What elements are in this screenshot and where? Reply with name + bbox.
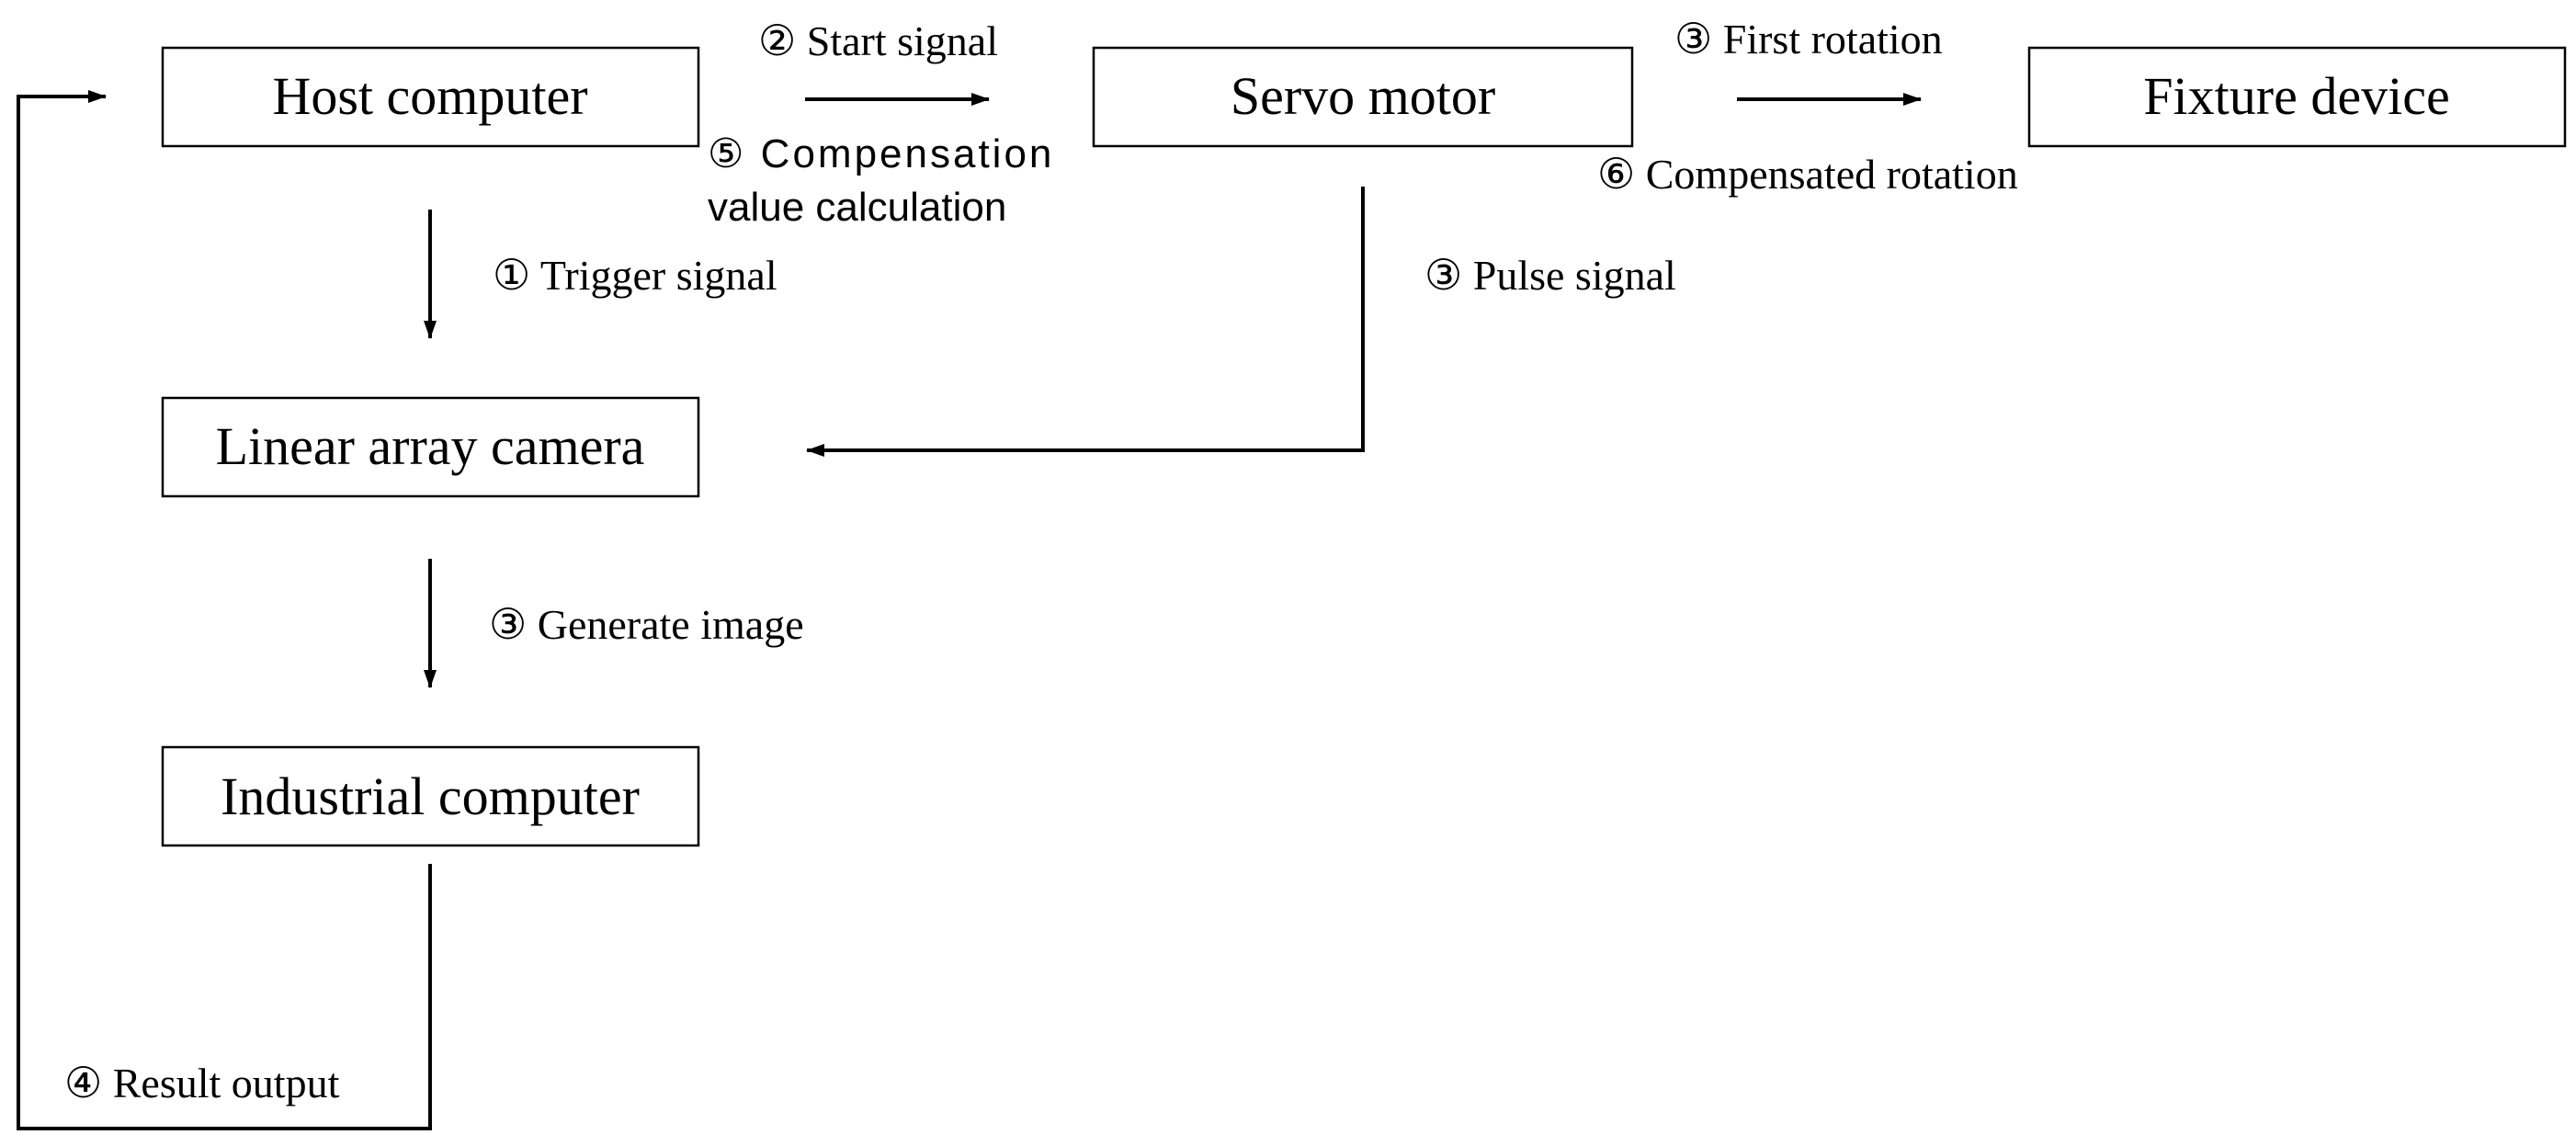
trigger-signal-label: ① Trigger signal [493, 252, 777, 299]
generate-image-label: ③ Generate image [489, 601, 804, 648]
pulse-signal-arrow [806, 187, 1365, 457]
host-computer-box [161, 46, 700, 148]
node-host-computer: Host computer [161, 46, 700, 148]
industrial-computer-label: Industrial computer [221, 766, 640, 826]
linear-array-camera-label: Linear array camera [216, 416, 645, 476]
compensation-label-line2: value calculation [708, 185, 1006, 230]
node-linear-array-camera: Linear array camera [161, 396, 700, 498]
node-servo-motor: Servo motor [1092, 46, 1634, 148]
servo-motor-label: Servo motor [1231, 66, 1495, 126]
first-rotation-label: ③ First rotation [1674, 16, 1943, 62]
result-output-label: ④ Result output [64, 1060, 340, 1106]
industrial-computer-box [161, 745, 700, 847]
node-fixture-device: Fixture device [2027, 46, 2567, 148]
compensation-label-line1: ⑤ Compensation [708, 131, 1054, 176]
pulse-signal-label: ③ Pulse signal [1424, 252, 1676, 299]
node-industrial-computer: Industrial computer [161, 745, 700, 847]
fixture-device-label: Fixture device [2143, 66, 2449, 126]
result-output-arrow [17, 90, 432, 1130]
servo-motor-box [1092, 46, 1634, 148]
linear-array-camera-box [161, 396, 700, 498]
compensated-rotation-label: ⑥ Compensated rotation [1597, 151, 2018, 198]
fixture-device-box [2027, 46, 2567, 148]
start-signal-label: ② Start signal [758, 17, 998, 64]
host-computer-label: Host computer [272, 66, 587, 126]
